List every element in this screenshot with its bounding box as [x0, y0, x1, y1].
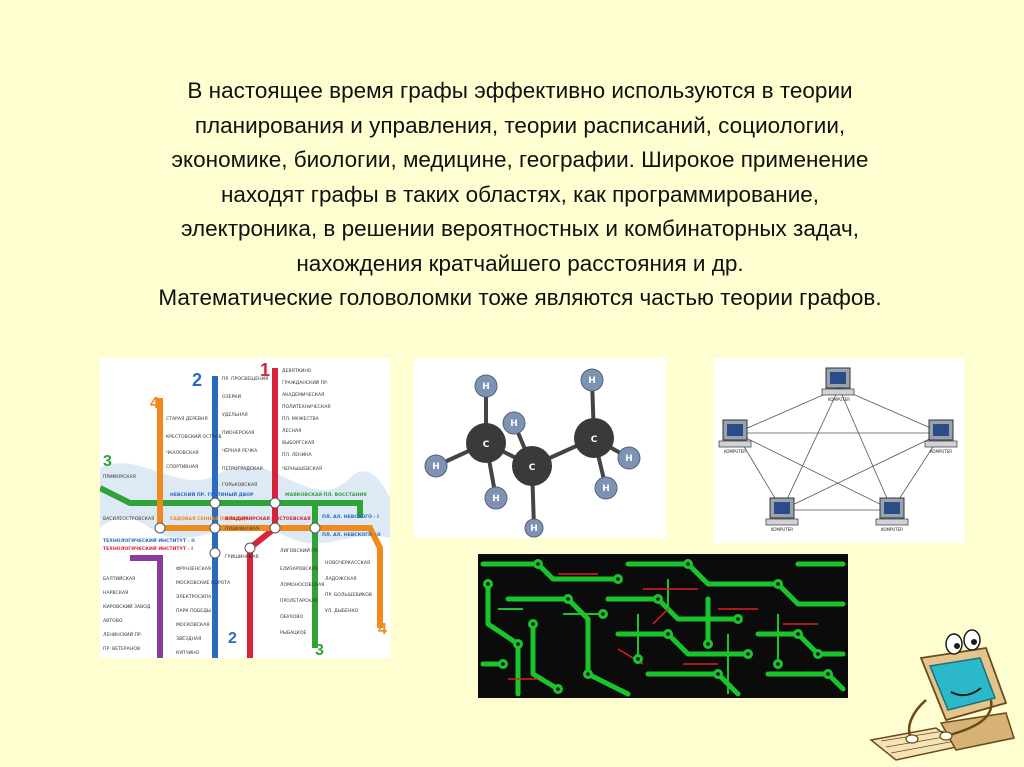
station-label: ЭЛЕКТРОСИЛА — [176, 594, 212, 600]
station-label: ПАРК ПОБЕДЫ — [176, 608, 211, 614]
station-label: ПР. ВЕТЕРАНОВ — [103, 646, 140, 652]
transfer-label: МАЯКОВСКАЯ ПЛ. ВОССТАНИЯ — [285, 492, 367, 498]
text-line: электроника, в решении вероятностных и к… — [180, 216, 859, 241]
atom-label: H — [432, 462, 440, 472]
atom-label: H — [602, 484, 610, 494]
station-label: ЛЕСНАЯ — [282, 428, 301, 434]
computer-icon — [875, 497, 909, 526]
network-image: KOMPUTER KOMPUTER KOMPUTER KOMPUTER KOMP… — [714, 358, 964, 543]
computer-label: KOMPUTER — [828, 397, 850, 402]
station-label: НОВОЧЕРКАССКАЯ — [325, 560, 370, 566]
metro-line-number: 2 — [228, 630, 237, 647]
station-label: ГРАЖДАНСКИЙ ПР. — [282, 379, 328, 386]
slide-text: В настоящее время графы эффективно испол… — [80, 74, 960, 316]
computer-icon — [924, 419, 958, 448]
transfer-label: ПЛ. АЛ. НЕВСКОГО - I — [322, 514, 379, 520]
metro-line-number: 1 — [260, 360, 270, 380]
atom-label: H — [510, 419, 518, 429]
station-label: ПЛ. ЛЕНИНА — [282, 452, 313, 458]
station-label: БАЛТИЙСКАЯ — [103, 575, 135, 582]
text-line: экономике, биологии, медицине, географии… — [171, 147, 869, 172]
transfer-label: ТЕХНОЛОГИЧЕСКИЙ ИНСТИТУТ - II — [103, 536, 195, 544]
atom-label: C — [529, 463, 536, 473]
station-label: ЧКАЛОВСКАЯ — [166, 450, 199, 456]
metro-map-image: 1 2 3 4 4 2 3 ПР. ПРОСВЕЩЕНИЯ ОЗЕРКИ УДЕ… — [100, 358, 390, 658]
transfer-label: ПЛ. АЛ. НЕВСКОГО - II — [322, 532, 381, 538]
computer-icon — [821, 367, 855, 396]
station-label: ПУШКИНСКАЯ — [225, 526, 259, 532]
station-label: ФРУНЗЕНСКАЯ — [176, 566, 211, 572]
station-label: АКАДЕМИЧЕСКАЯ — [282, 392, 324, 398]
station-label: ПР. ПРОСВЕЩЕНИЯ — [222, 376, 268, 382]
station-label: ПИОНЕРСКАЯ — [222, 430, 254, 436]
station-label: ВЫБОРГСКАЯ — [282, 440, 314, 446]
transfer-label: САДОВАЯ СЕННАЯ ПЛОЩАДЬ — [170, 516, 249, 522]
transfer-label: ТЕХНОЛОГИЧЕСКИЙ ИНСТИТУТ - I — [103, 544, 193, 552]
atom-label: H — [530, 524, 538, 534]
station-label: ГОРЬКОВСКАЯ — [222, 482, 257, 488]
computer-label: KOMPUTER — [724, 449, 746, 454]
station-label: НАРВСКАЯ — [103, 590, 128, 596]
metro-line-number: 3 — [103, 453, 112, 470]
metro-line-number: 2 — [192, 370, 202, 390]
text-line: В настоящее время графы эффективно испол… — [187, 78, 853, 103]
computer-label: KOMPUTER — [771, 527, 793, 532]
text-line: Математические головоломки тоже являются… — [158, 285, 882, 310]
atom-label: H — [492, 494, 500, 504]
station-label: УДЕЛЬНАЯ — [222, 412, 248, 418]
metro-line-number: 4 — [378, 621, 387, 638]
computer-label: KOMPUTER — [930, 449, 952, 454]
station-label: ЧЕРНЫШЕВСКАЯ — [282, 466, 322, 472]
station-label: ПР. БОЛЬШЕВИКОВ — [325, 592, 372, 598]
computer-label: KOMPUTER — [881, 527, 903, 532]
circuit-board-image — [478, 554, 848, 698]
text-line: нахождения кратчайшего расстояния и др. — [296, 250, 744, 276]
station-label: РЫБАЦКОЕ — [280, 630, 307, 636]
station-label: ПЛ. МУЖЕСТВА — [282, 416, 320, 422]
station-label: ГРИШИНСКАЯ — [225, 554, 259, 560]
text-line: планирования и управления, теории распис… — [194, 112, 846, 138]
station-label: СТАРАЯ ДЕРЕВНЯ — [166, 416, 208, 422]
transfer-label: ВЛАДИМИРСКАЯ ДОСТОЕВСКАЯ — [225, 516, 311, 522]
atom-label: C — [483, 440, 490, 450]
transfer-label: НЕВСКИЙ ПР. ГОСТИНЫЙ ДВОР — [170, 490, 254, 498]
station-label: КУПЧИНО — [176, 650, 200, 656]
station-label: ЛИГОВСКИЙ ПР. — [280, 547, 319, 554]
station-label: МОСКОВСКИЕ ВОРОТА — [176, 580, 231, 586]
station-label: КРЕСТОВСКИЙ ОСТРОВ — [166, 433, 222, 440]
metro-line-number: 4 — [150, 395, 159, 412]
station-label: ДЕВЯТКИНО — [282, 368, 312, 374]
station-label: КИРОВСКИЙ ЗАВОД — [103, 603, 151, 610]
atom-label: H — [482, 382, 490, 392]
atom-label: C — [591, 435, 598, 445]
station-label: ЛАДОЖСКАЯ — [325, 576, 357, 582]
station-label: СПОРТИВНАЯ — [166, 464, 198, 470]
molecule-image: H C H C H C H H H H H — [414, 358, 666, 538]
atom-label: H — [588, 376, 596, 386]
station-label: ПРОЛЕТАРСКАЯ — [280, 598, 318, 604]
computer-icon — [718, 419, 752, 448]
station-label: ЗВЁЗДНАЯ — [176, 635, 201, 642]
station-label: ЛОМОНОСОВСКАЯ — [280, 582, 325, 588]
station-label: ПРИМОРСКАЯ — [103, 474, 136, 480]
station-label: ОЗЕРКИ — [222, 394, 241, 400]
text-line: находят графы в таких областях, как прог… — [220, 181, 820, 207]
station-label: ВАСИЛЕОСТРОВСКАЯ — [103, 516, 154, 522]
station-label: ПОЛИТЕХНИЧЕСКАЯ — [282, 404, 331, 410]
station-label: АВТОВО — [103, 618, 123, 624]
atom-label: H — [625, 454, 633, 464]
station-label: ПЕТРОГРАДСКАЯ — [222, 466, 263, 472]
station-label: УЛ. ДЫБЕНКО — [325, 608, 359, 614]
metro-line-number: 3 — [315, 642, 324, 658]
computer-icon — [765, 497, 799, 526]
station-label: ЕЛИЗАРОВСКАЯ — [280, 566, 318, 572]
computer-mascot-icon — [866, 628, 1016, 763]
station-label: ЛЕНИНСКИЙ ПР. — [103, 631, 142, 638]
station-label: ОБУХОВО — [280, 614, 303, 620]
station-label: ЧЁРНАЯ РЕЧКА — [222, 447, 258, 454]
station-label: МОСКОВСКАЯ — [176, 622, 210, 628]
